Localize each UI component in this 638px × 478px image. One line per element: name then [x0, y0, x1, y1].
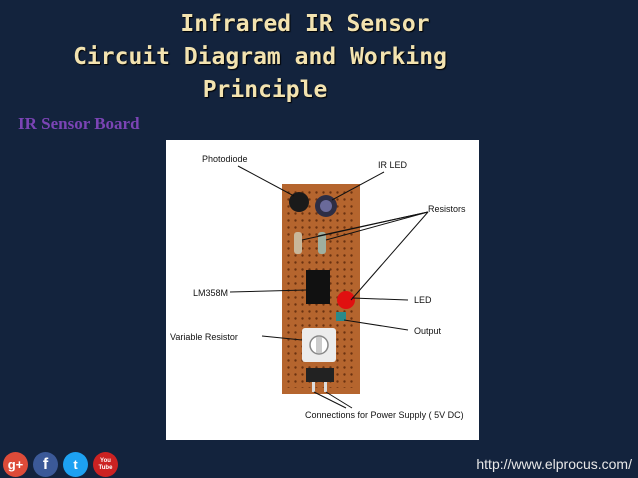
footer-url[interactable]: http://www.elprocus.com/	[476, 456, 632, 472]
label-lm358m: LM358M	[193, 288, 229, 298]
label-power-supply: Connections for Power Supply ( 5V DC)	[305, 410, 464, 420]
social-icons: g+ f t You Tube	[3, 452, 118, 477]
leader-lines	[229, 165, 429, 409]
label-ir-led: IR LED	[378, 160, 408, 170]
label-resistors: Resistors	[428, 204, 466, 214]
youtube-icon[interactable]: You Tube	[93, 452, 118, 477]
resistor-2	[318, 232, 326, 254]
photodiode-component	[289, 192, 309, 212]
label-variable-resistor: Variable Resistor	[170, 332, 238, 342]
title-line-3: Principle	[202, 77, 328, 103]
label-led: LED	[414, 295, 432, 305]
led-component	[337, 291, 355, 309]
twitter-icon[interactable]: t	[63, 452, 88, 477]
label-output: Output	[414, 326, 442, 336]
facebook-icon[interactable]: f	[33, 452, 58, 477]
slide-title: Infrared IR Sensor Circuit Diagram and W…	[40, 8, 480, 107]
resistor-1	[294, 232, 302, 254]
slide-subtitle: IR Sensor Board	[18, 114, 140, 133]
title-line-2: Circuit Diagram and Working	[73, 44, 447, 70]
label-photodiode: Photodiode	[202, 154, 248, 164]
lm358m-chip	[306, 270, 330, 304]
circuit-board-drawing	[229, 165, 429, 409]
google-plus-icon[interactable]: g+	[3, 452, 28, 477]
power-connector	[306, 368, 334, 382]
title-line-1: Infrared IR Sensor	[180, 11, 430, 37]
ir-sensor-board-figure: Photodiode IR LED Resistors LM358M LED V…	[166, 140, 479, 440]
